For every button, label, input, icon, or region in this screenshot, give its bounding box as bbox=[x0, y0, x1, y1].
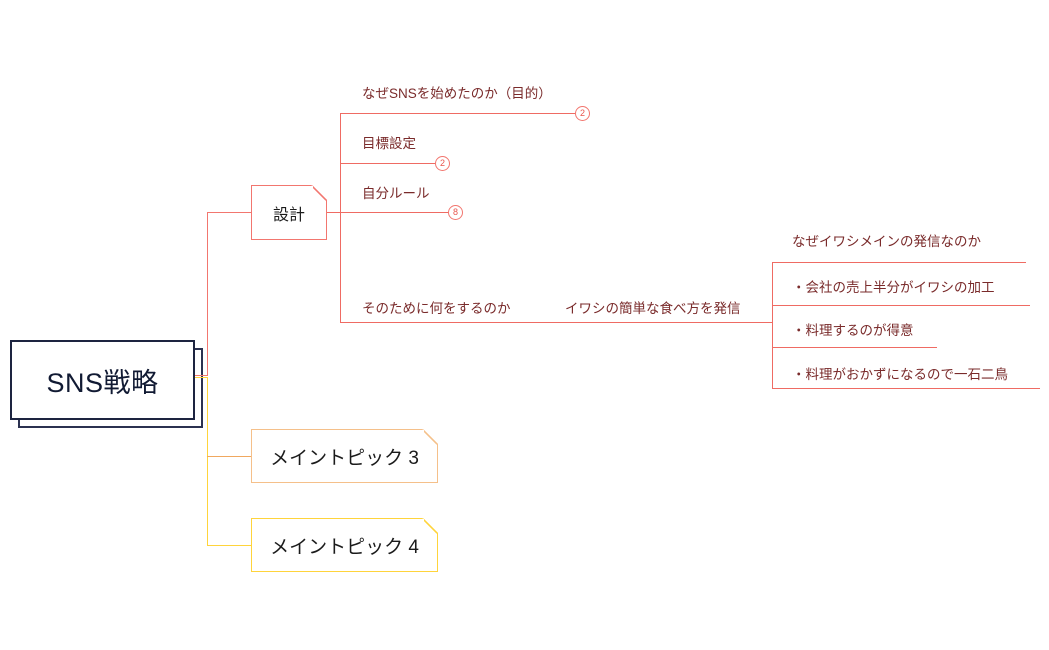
folded-corner-icon bbox=[422, 518, 438, 534]
topic-node-3-label: メイントピック 3 bbox=[270, 447, 419, 469]
leaf-label-sales: ・会社の売上半分がイワシの加工 bbox=[792, 280, 995, 295]
connector-design-node-to-trunk bbox=[327, 212, 341, 213]
branch-label-actions: そのために何をするのか bbox=[362, 301, 511, 316]
branch-badge-rules[interactable]: 8 bbox=[448, 205, 463, 220]
connector-design-subtrunk bbox=[340, 113, 341, 323]
branch-label-broadcast: イワシの簡単な食べ方を発信 bbox=[565, 301, 741, 316]
branch-badge-purpose[interactable]: 2 bbox=[575, 106, 590, 121]
branch-label-rules: 自分ルール bbox=[362, 186, 430, 201]
topic-node-3[interactable]: メイントピック 3 bbox=[251, 429, 438, 483]
topic-node-4-label: メイントピック 4 bbox=[270, 536, 419, 558]
connector-leaf-trunk bbox=[772, 262, 773, 388]
root-node[interactable]: SNS戦略 bbox=[10, 340, 195, 420]
leaf-line-bonus bbox=[772, 388, 1040, 389]
leaf-label-cooking: ・料理するのが得意 bbox=[792, 323, 914, 338]
leaf-line-why bbox=[772, 262, 1026, 263]
branch-label-purpose: なぜSNSを始めたのか（目的） bbox=[362, 86, 552, 101]
connector-root-trunk-yellow bbox=[207, 377, 208, 545]
leaf-line-cooking bbox=[772, 347, 937, 348]
branch-label-goal: 目標設定 bbox=[362, 136, 416, 151]
connector-design-horizontal bbox=[207, 212, 251, 213]
leaf-label-bonus: ・料理がおかずになるので一石二鳥 bbox=[792, 367, 1008, 382]
leaf-label-why: なぜイワシメインの発信なのか bbox=[792, 234, 981, 249]
topic-node-4-body bbox=[251, 518, 438, 572]
connector-root-to-design-vertical bbox=[207, 212, 208, 376]
root-node-label: SNS戦略 bbox=[46, 367, 159, 398]
branch-line-actions bbox=[340, 322, 772, 323]
topic-node-4[interactable]: メイントピック 4 bbox=[251, 518, 438, 572]
topic-node-design[interactable]: 設計 bbox=[251, 185, 327, 240]
branch-badge-goal[interactable]: 2 bbox=[435, 156, 450, 171]
folded-corner-icon bbox=[311, 185, 327, 201]
leaf-line-sales bbox=[772, 305, 1030, 306]
connector-topic3-horizontal bbox=[207, 456, 251, 457]
topic-node-design-body bbox=[251, 185, 327, 240]
connector-topic4-horizontal bbox=[207, 545, 251, 546]
branch-line-purpose bbox=[340, 113, 575, 114]
branch-line-goal bbox=[340, 163, 435, 164]
topic-node-3-body bbox=[251, 429, 438, 483]
folded-corner-icon bbox=[422, 429, 438, 445]
topic-node-design-label: 設計 bbox=[272, 206, 305, 224]
connector-root-stub-yellow bbox=[195, 377, 208, 378]
branch-line-rules bbox=[340, 212, 450, 213]
connector-root-stub-red bbox=[195, 375, 208, 376]
